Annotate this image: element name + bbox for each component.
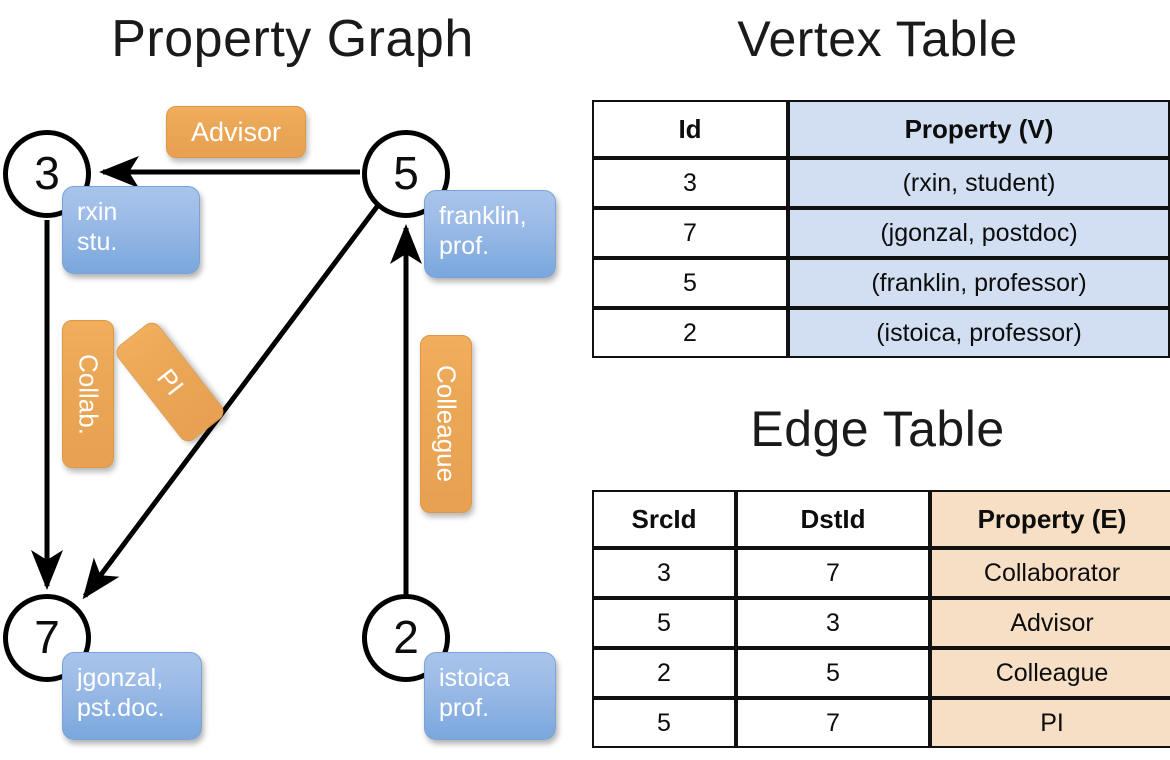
vertex-cell-property: (jgonzal, postdoc)	[788, 208, 1170, 258]
page-title-edge-table: Edge Table	[750, 401, 1005, 457]
edge-line-5-to-7	[82, 202, 381, 600]
vertex-cell-id: 2	[592, 308, 788, 358]
edge-cell-srcid: 3	[592, 548, 736, 598]
edge-table-header-dstid: DstId	[736, 490, 930, 548]
edge-cell-property: Collaborator	[930, 548, 1170, 598]
edge-table-header-property: Property (E)	[930, 490, 1170, 548]
graph-node-2-label: 2	[393, 611, 419, 664]
table-row[interactable]: 3 7 Collaborator	[592, 548, 1170, 598]
graph-node-7-label: 7	[34, 611, 60, 664]
vertex-cell-property: (rxin, student)	[788, 158, 1170, 208]
table-header-row: Id Property (V)	[592, 100, 1170, 158]
table-row[interactable]: 2 (istoica, professor)	[592, 308, 1170, 358]
node-property-callout-3: rxin stu.	[62, 186, 200, 274]
node-property-line: pst.doc.	[77, 694, 165, 722]
vertex-cell-property: (istoica, professor)	[788, 308, 1170, 358]
table-row[interactable]: 5 7 PI	[592, 698, 1170, 748]
node-property-callout-5: franklin, prof.	[424, 190, 556, 278]
node-property-line: jgonzal,	[77, 664, 164, 692]
property-graph-panel: 3 5 7 2 rxin stu. franklin, prof. jgonza…	[3, 106, 556, 740]
edge-cell-srcid: 5	[592, 698, 736, 748]
page-title-vertex-table: Vertex Table	[737, 11, 1018, 67]
edge-label-collab: Collab.	[62, 320, 114, 468]
table-row[interactable]: 2 5 Colleague	[592, 648, 1170, 698]
node-property-line: istoica	[439, 664, 510, 692]
node-property-line: stu.	[77, 228, 118, 256]
edge-cell-dstid: 5	[736, 648, 930, 698]
vertex-table-header-property: Property (V)	[788, 100, 1170, 158]
table-row[interactable]: 7 (jgonzal, postdoc)	[592, 208, 1170, 258]
node-property-callout-2: istoica prof.	[424, 652, 556, 740]
vertex-table-header-id: Id	[592, 100, 788, 158]
edge-cell-srcid: 2	[592, 648, 736, 698]
graph-node-5[interactable]: 5	[362, 130, 450, 218]
edge-table: SrcId DstId Property (E) 3 7 Collaborato…	[592, 490, 1170, 748]
edge-label-pi-text: PI	[151, 362, 190, 401]
edge-label-colleague-text: Colleague	[431, 365, 462, 483]
table-row[interactable]: 5 3 Advisor	[592, 598, 1170, 648]
edge-table-header-srcid: SrcId	[592, 490, 736, 548]
table-row[interactable]: 5 (franklin, professor)	[592, 258, 1170, 308]
edge-label-advisor: Advisor	[166, 106, 306, 158]
vertex-cell-property: (franklin, professor)	[788, 258, 1170, 308]
node-property-line: prof.	[439, 694, 490, 722]
edge-cell-dstid: 3	[736, 598, 930, 648]
edge-cell-property: Advisor	[930, 598, 1170, 648]
vertex-cell-id: 7	[592, 208, 788, 258]
node-property-line: rxin	[77, 198, 118, 226]
edge-cell-srcid: 5	[592, 598, 736, 648]
edge-label-collab-text: Collab.	[73, 353, 104, 435]
edge-label-advisor-text: Advisor	[190, 116, 282, 147]
page-title-property-graph: Property Graph	[111, 10, 474, 68]
edge-cell-dstid: 7	[736, 548, 930, 598]
table-header-row: SrcId DstId Property (E)	[592, 490, 1170, 548]
graph-node-5-label: 5	[393, 147, 419, 200]
node-property-callout-7: jgonzal, pst.doc.	[62, 652, 202, 740]
graph-edges-layer	[31, 156, 422, 600]
table-row[interactable]: 3 (rxin, student)	[592, 158, 1170, 208]
edge-label-colleague: Colleague	[420, 335, 472, 513]
vertex-cell-id: 3	[592, 158, 788, 208]
graph-node-3-label: 3	[34, 147, 60, 200]
node-property-line: franklin,	[439, 202, 527, 230]
edge-cell-property: Colleague	[930, 648, 1170, 698]
vertex-table: Id Property (V) 3 (rxin, student) 7 (jgo…	[592, 100, 1170, 358]
node-property-line: prof.	[439, 232, 490, 260]
vertex-cell-id: 5	[592, 258, 788, 308]
edge-cell-dstid: 7	[736, 698, 930, 748]
edge-cell-property: PI	[930, 698, 1170, 748]
graph-node-2[interactable]: 2	[362, 594, 450, 682]
